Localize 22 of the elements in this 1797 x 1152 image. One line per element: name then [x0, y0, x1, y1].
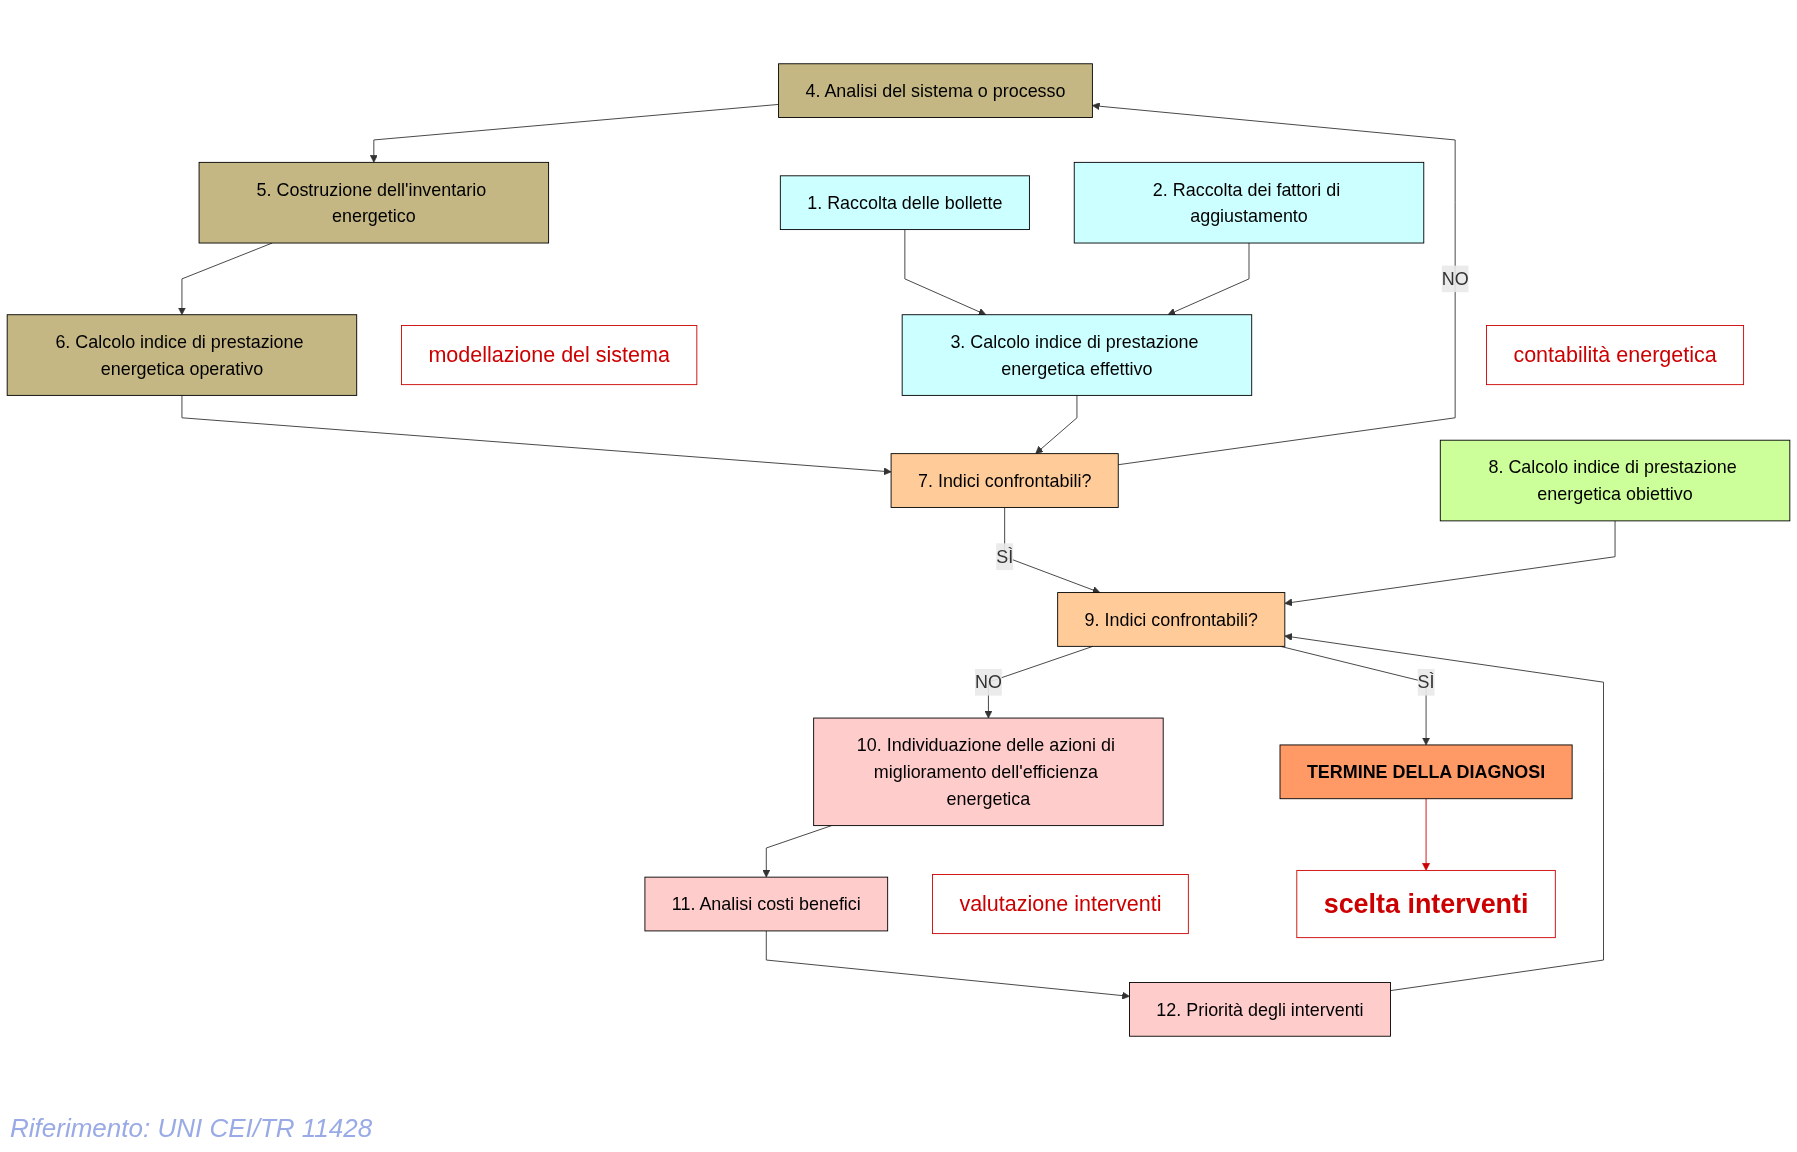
- node-box: 9. Indici confrontabili?: [1057, 592, 1286, 647]
- node-box: 6. Calcolo indice di prestazione energetica operativo: [6, 314, 358, 396]
- edge-label: NO: [974, 672, 1002, 693]
- node-box: 5. Costruzione dell'inventario energetico: [198, 161, 550, 244]
- node-box: 8. Calcolo indice di prestazione energetica obiettivo: [1439, 439, 1791, 522]
- node-box: contabilità energetica: [1486, 325, 1745, 386]
- node-box: modellazione del sistema: [401, 325, 698, 386]
- edge-label: NO: [1441, 269, 1469, 289]
- node-box: valutazione interventi: [932, 874, 1189, 935]
- node-box: scelta interventi: [1296, 869, 1556, 939]
- node-box: 1. Raccolta delle bollette: [779, 175, 1030, 231]
- node-box: 10. Individuazione delle azioni di miglioramento dell'efficienza energetica: [813, 717, 1164, 827]
- node-box: 2. Raccolta dei fattori di aggiustamento: [1073, 161, 1425, 244]
- node-box: 12. Priorità degli interventi: [1129, 982, 1391, 1037]
- node-box: TERMINE DELLA DIAGNOSI: [1279, 744, 1573, 800]
- edge-label: SÌ: [996, 546, 1014, 567]
- edge-label: SÌ: [1417, 672, 1435, 693]
- node-box: 7. Indici confrontabili?: [890, 453, 1119, 508]
- node-box: 3. Calcolo indice di prestazione energetica effettivo: [901, 314, 1253, 396]
- node-box: 11. Analisi costi benefici: [644, 876, 889, 932]
- source-caption: Riferimento: UNI CEI/TR 11428: [10, 1113, 373, 1144]
- node-box: 4. Analisi del sistema o processo: [778, 63, 1093, 118]
